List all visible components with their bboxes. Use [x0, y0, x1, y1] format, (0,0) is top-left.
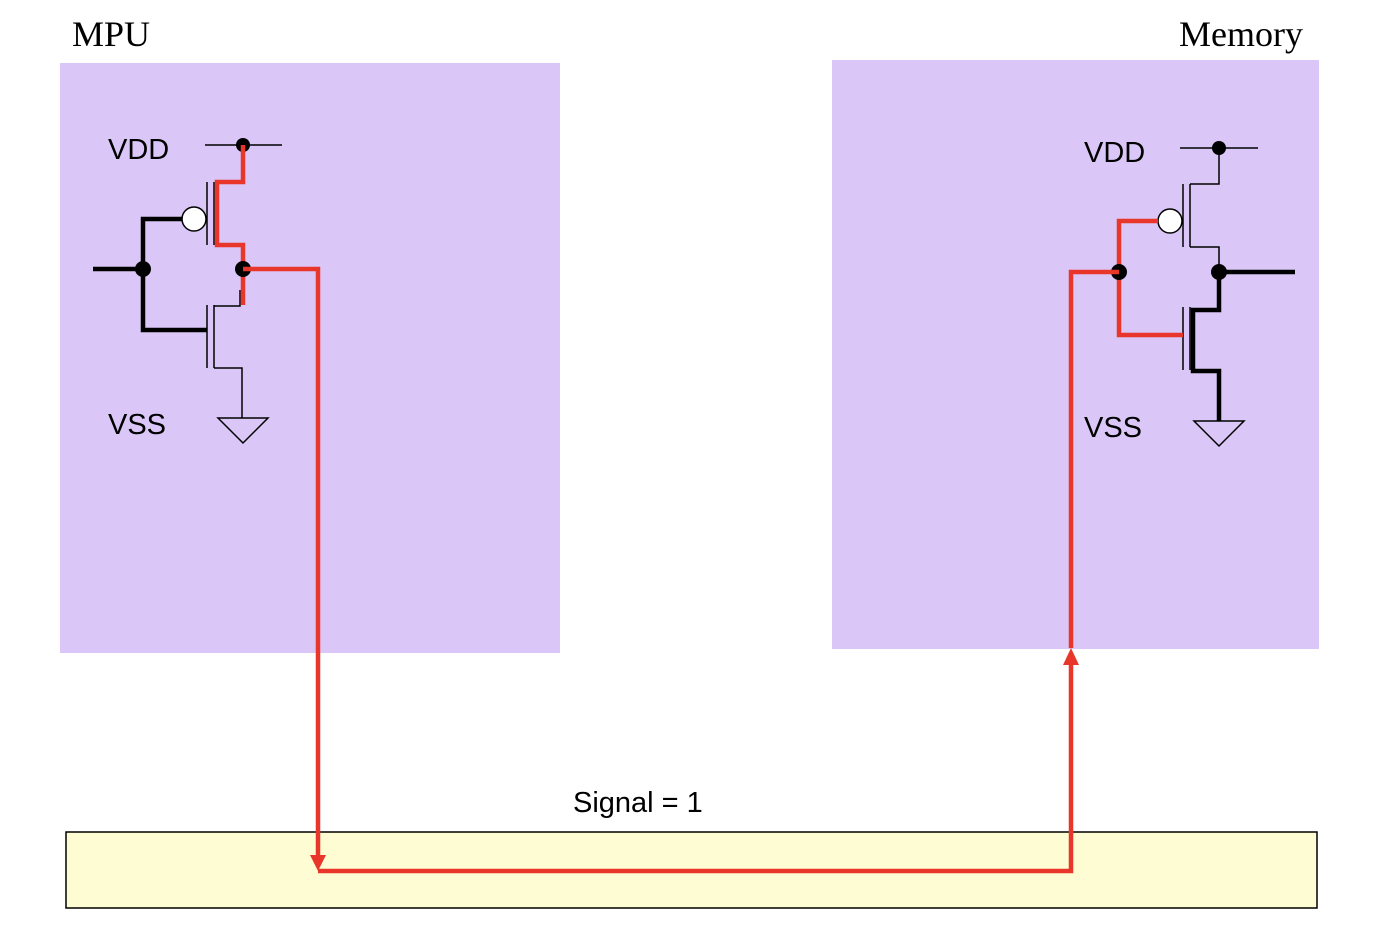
memory-title: Memory	[1179, 14, 1303, 54]
mpu-ground-symbol	[216, 417, 270, 445]
mpu-vdd-label: VDD	[108, 134, 169, 166]
mpu-nmos-transistor	[206, 290, 243, 418]
signal-trace	[243, 266, 1119, 874]
signal-memory-wire	[1068, 269, 1119, 648]
signal-bus-wire	[318, 662, 1074, 874]
memory-block: Memory VDD VSS	[832, 14, 1319, 649]
mpu-pmos-transistor	[206, 182, 215, 245]
mpu-block: MPU VDD VSS	[60, 14, 560, 653]
memory-pulldown-path	[1190, 272, 1222, 421]
memory-pmos-bubble	[1157, 208, 1183, 234]
signal-down-arrow	[310, 855, 326, 871]
signal-trace-wire	[243, 266, 321, 858]
bus-signal-label: Signal = 1	[573, 787, 703, 819]
memory-vss-label: VSS	[1084, 412, 1142, 444]
mpu-title: MPU	[72, 14, 150, 54]
memory-ground-symbol	[1192, 420, 1246, 448]
signal-bus: Signal = 1	[65, 787, 1318, 909]
memory-nmos-transistor	[1182, 307, 1191, 370]
signal-up-arrow	[1063, 648, 1079, 665]
mpu-vss-label: VSS	[108, 409, 166, 441]
memory-box	[832, 60, 1319, 649]
memory-pmos-transistor	[1182, 148, 1220, 272]
memory-output-node	[1211, 264, 1227, 280]
memory-vdd-label: VDD	[1084, 137, 1145, 169]
mpu-box	[60, 63, 560, 653]
mpu-pmos-bubble	[181, 206, 207, 232]
mpu-input-node	[135, 261, 151, 277]
